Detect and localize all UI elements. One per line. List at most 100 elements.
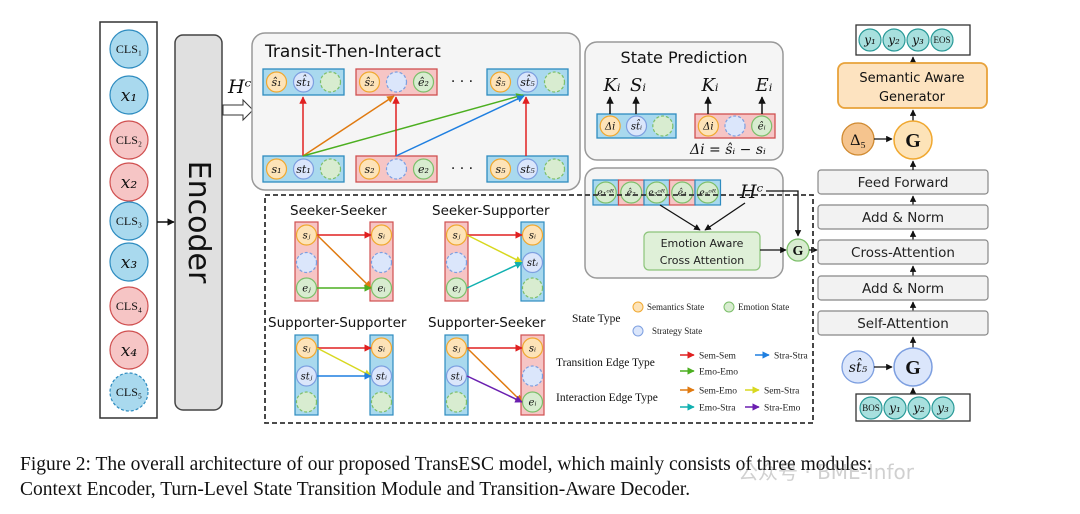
legend-sem-sem-label: Sem-Sem: [699, 352, 737, 362]
node-label: s₅: [495, 163, 506, 176]
prediction-output-label: Kᵢ: [602, 75, 620, 96]
node-label: stⱼ: [451, 372, 463, 383]
input-token: [907, 396, 931, 420]
decoder-layer-label: Cross-Attention: [851, 245, 955, 261]
sem-stra-edge: [466, 234, 523, 264]
node-label: ŝ₅: [495, 76, 506, 89]
relation-subgraphs: Seeker-SeekersⱼeⱼsᵢeᵢSeeker-Supportersⱼe…: [268, 203, 550, 416]
sem-node: [599, 115, 621, 137]
strategy-state-icon: [632, 325, 644, 337]
encoder-input-1: [109, 75, 149, 115]
hc-to-attention-arrow: [704, 202, 746, 231]
node-label: Δi: [702, 122, 713, 133]
encoder-input-2: [109, 120, 149, 160]
semantic-gate-label: G: [905, 130, 921, 152]
emo-node: [652, 115, 674, 137]
decoder-layer-feed-forward: [817, 169, 989, 195]
hc-label: Hᶜ: [227, 76, 252, 98]
node-label: x₂: [121, 173, 138, 193]
stra-node: [295, 365, 318, 387]
emotion-gate-label: G: [793, 244, 804, 259]
input-token: [859, 396, 883, 420]
emo-emo-edge: [302, 93, 524, 157]
decoder-layer-label: Self-Attention: [857, 316, 949, 332]
node-label: ê₂: [418, 76, 429, 89]
node-label: st̂₁: [296, 74, 310, 88]
emotion-node: [696, 181, 719, 204]
sem-emo-edge: [316, 234, 372, 289]
node-label: CLS₄: [116, 299, 142, 313]
encoder-input-6: [109, 286, 149, 326]
emo-node: [412, 158, 435, 180]
output-token: [906, 28, 930, 52]
encoder-input-7: [109, 330, 149, 370]
legend-emotion: Emotion State: [738, 302, 789, 312]
node-label: eⱼ: [452, 284, 461, 295]
semantic-gate: [893, 120, 933, 160]
node-label: eᵢ: [529, 398, 537, 409]
node-label: st̂₅: [520, 74, 535, 88]
emo-node: [295, 277, 318, 299]
sem-node: [265, 158, 288, 180]
node-label: st̂ᵢ: [631, 119, 642, 132]
node-label: x₃: [121, 253, 138, 273]
decoder-layer-self-attention: [817, 310, 989, 336]
node-label: y₃: [936, 401, 949, 415]
caption-line1: Figure 2: The overall architecture of ou…: [20, 454, 873, 475]
node-label: EOS: [933, 35, 950, 45]
encoder-input-5: [109, 242, 149, 282]
node-label: y₂: [887, 33, 900, 47]
stra-node: [516, 71, 539, 93]
decoder-layer-add-norm: [817, 204, 989, 230]
delta-formula: Δi = ŝᵢ − sᵢ: [689, 142, 766, 158]
legend-state-type: State Type: [572, 313, 621, 325]
semantic-aware-generator: [837, 62, 988, 109]
hollow-arrow: [222, 98, 254, 122]
input-token: [931, 396, 955, 420]
emo-node: [751, 115, 773, 137]
node-label: CLS₅: [116, 385, 142, 399]
emotion-aware-cross-attention-block: [643, 231, 761, 271]
encoder-input-4: [109, 201, 149, 241]
state-prediction-title: State Prediction: [621, 48, 748, 67]
generator-line1: Semantic Aware: [859, 71, 964, 86]
sem-emo-edge: [466, 347, 523, 403]
node-label: s₂: [364, 163, 374, 176]
strategy-gate: [893, 347, 933, 387]
sem-node: [295, 224, 318, 246]
emo-node: [445, 391, 468, 413]
stra-node: [385, 71, 408, 93]
sem-stra-edge: [316, 347, 372, 377]
node-label: BOS: [862, 403, 880, 413]
stra-node: [445, 251, 468, 274]
node-label: e₁ᵒᴿ: [597, 189, 614, 199]
strategy-input-label: st̂₅: [849, 357, 868, 376]
emo-stra-edge: [466, 261, 523, 289]
hc-to-gate-arrow: [766, 190, 802, 237]
emo-node: [370, 391, 393, 413]
emotion-node: [671, 181, 694, 204]
stra-node: [385, 158, 408, 180]
emo-node: [521, 277, 544, 299]
stra-node: [521, 365, 544, 387]
node-label: e₂: [418, 163, 429, 176]
node-label: sⱼ: [453, 231, 461, 242]
legend-semantics: Semantics State: [647, 302, 704, 312]
legend-emo-stra-label: Emo-Stra: [699, 404, 736, 414]
decoder-layer-label: Add & Norm: [862, 281, 944, 297]
emotion-state-icon: [723, 301, 735, 313]
node-label: ŝ₂: [364, 76, 374, 89]
watermark: 公众号 · BME-Infor: [738, 460, 914, 484]
node-label: x₄: [121, 341, 138, 361]
subgraph-title: Supporter-Seeker: [428, 315, 546, 331]
encoder-label: Encoder: [181, 161, 216, 284]
legend-stra-emo-label: Stra-Emo: [764, 404, 801, 414]
node-label: sⱼ: [453, 344, 461, 355]
encoder-input-3: [109, 162, 149, 202]
stra-emo-edge: [466, 375, 523, 403]
stra-node: [445, 365, 468, 387]
sem-node: [445, 337, 468, 359]
prediction-output-label: Sᵢ: [630, 75, 646, 96]
